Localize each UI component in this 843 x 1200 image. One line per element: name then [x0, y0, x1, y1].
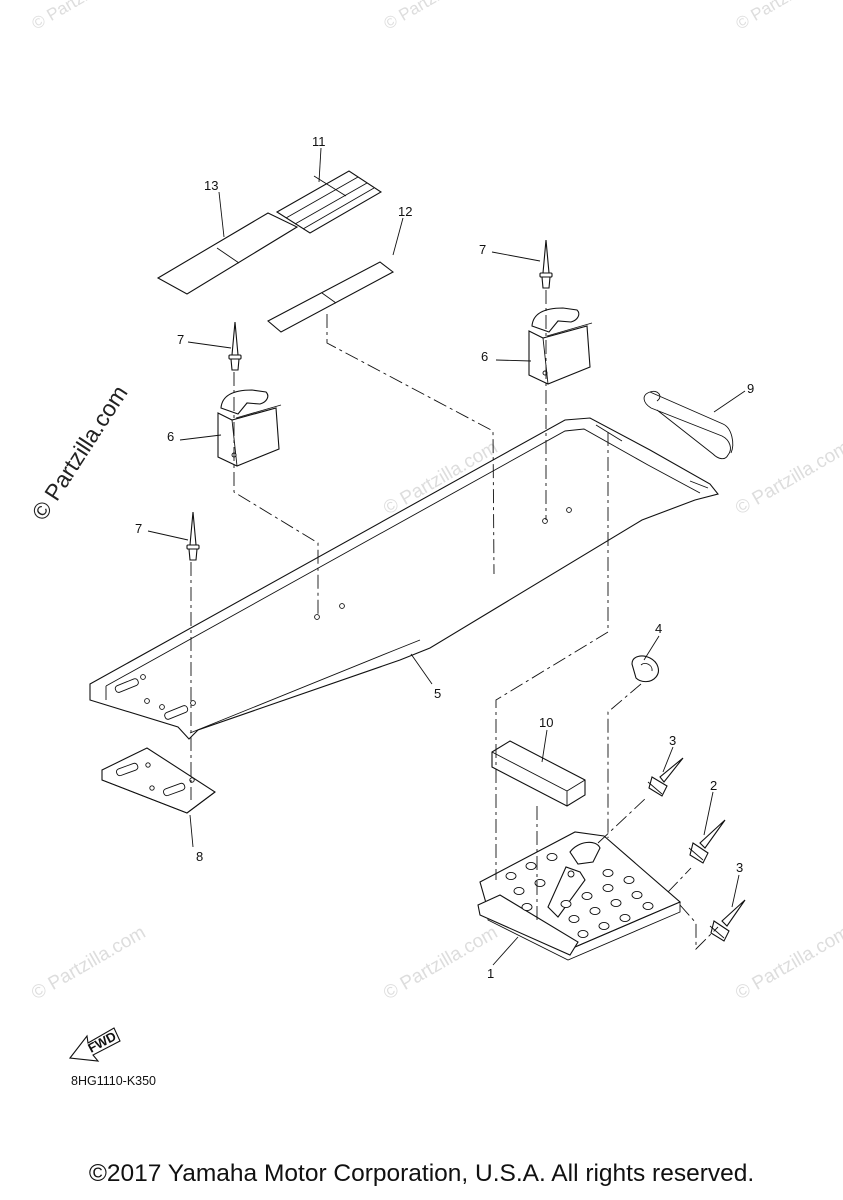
- fwd-label: FWD: [85, 1029, 118, 1056]
- callout-1: 1: [487, 966, 494, 981]
- skid-holes: [505, 852, 654, 939]
- part-2-rivet: [688, 819, 726, 864]
- part-9-pin: [643, 390, 734, 460]
- panel-slot: [164, 705, 189, 720]
- panel-hole: [140, 674, 146, 680]
- callout-13: 13: [204, 178, 218, 193]
- watermark: © Partzilla.com: [732, 437, 843, 519]
- part-13-decal: [156, 212, 299, 295]
- callout-3: 3: [669, 733, 676, 748]
- panel-hole: [542, 518, 548, 524]
- callout-9: 9: [747, 381, 754, 396]
- callout-2: 2: [710, 778, 717, 793]
- watermark: © Partzilla.com: [733, 0, 842, 33]
- leader-lines: [147, 147, 746, 966]
- watermark: © Partzilla.com: [28, 922, 149, 1004]
- watermark: © Partzilla.com: [380, 922, 501, 1004]
- watermark: © Partzilla.com: [381, 0, 490, 33]
- part-7-rivet: [186, 511, 200, 561]
- assembly-lines: [190, 290, 719, 951]
- skid-hole: [567, 870, 575, 878]
- part-4-clamp: [631, 655, 659, 683]
- part-10-block: [491, 740, 586, 807]
- callout-8: 8: [196, 849, 203, 864]
- plate-hole: [145, 762, 151, 768]
- callout-4: 4: [655, 621, 662, 636]
- fwd-arrow: FWD: [68, 1027, 121, 1062]
- callout-6: 6: [167, 429, 174, 444]
- panel-hole: [314, 614, 320, 620]
- part-3-rivet: [709, 899, 746, 942]
- panel-hole: [339, 603, 345, 609]
- callout-6: 6: [481, 349, 488, 364]
- part-8-plate: [101, 747, 216, 814]
- part-6-clip-left: [217, 389, 282, 467]
- callout-3: 3: [736, 860, 743, 875]
- callout-12: 12: [398, 204, 412, 219]
- watermark: © Partzilla.com: [29, 0, 138, 33]
- part-3-rivet: [647, 757, 684, 797]
- watermark: © Partzilla.com: [732, 922, 843, 1004]
- plate-slot: [116, 762, 139, 777]
- panel-hole: [566, 507, 572, 513]
- callout-7: 7: [177, 332, 184, 347]
- part-7-rivet: [539, 239, 553, 289]
- part-6-clip-right: [528, 307, 593, 385]
- callout-10: 10: [539, 715, 553, 730]
- plate-hole: [149, 785, 155, 791]
- callout-7: 7: [479, 242, 486, 257]
- panel-hole: [144, 698, 150, 704]
- callout-5: 5: [434, 686, 441, 701]
- plate-hole: [189, 777, 195, 783]
- part-11-striped-decal: [275, 170, 383, 234]
- callout-7: 7: [135, 521, 142, 536]
- panel-slot: [114, 678, 139, 693]
- part-1-skid-plate: [477, 831, 682, 961]
- panel-hole: [190, 700, 196, 706]
- side-watermark: © Partzilla.com: [26, 381, 132, 525]
- diagram-code: 8HG1110-K350: [71, 1074, 156, 1088]
- callouts: 11 13 12 7 6 9 7 6 7 4 5 10 3 2 3 1 8: [135, 134, 754, 981]
- callout-11: 11: [312, 134, 326, 149]
- plate-slot: [163, 782, 186, 797]
- part-12-decal: [267, 261, 395, 333]
- part-5-main-panel: [89, 417, 719, 740]
- panel-hole: [159, 704, 165, 710]
- part-7-rivet: [228, 321, 242, 371]
- copyright-footer: ©2017 Yamaha Motor Corporation, U.S.A. A…: [88, 1160, 755, 1187]
